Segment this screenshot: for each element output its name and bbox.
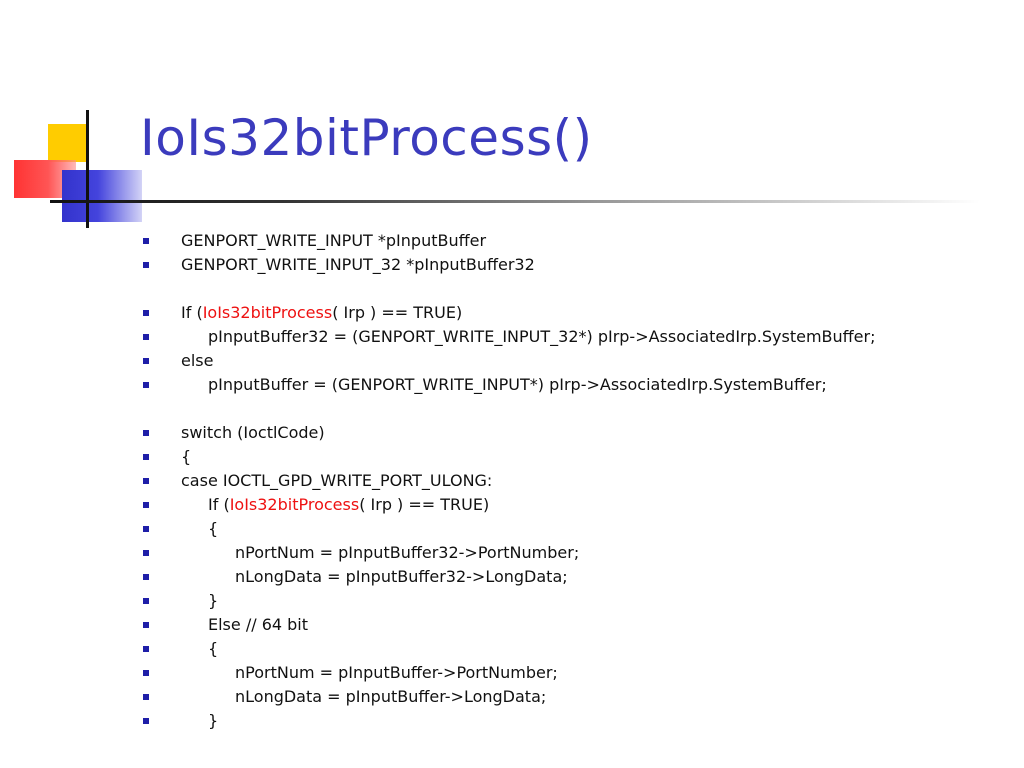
bullet-item: case IOCTL_GPD_WRITE_PORT_ULONG: — [142, 469, 1012, 493]
square-bullet-icon — [143, 550, 149, 556]
bullet-item: nLongData = pInputBuffer32->LongData; — [142, 565, 1012, 589]
code-text: nLongData = pInputBuffer->LongData; — [235, 687, 547, 706]
square-bullet-icon — [143, 454, 149, 460]
code-text: ( Irp ) == TRUE) — [359, 495, 490, 514]
bullet-item: If (IoIs32bitProcess( Irp ) == TRUE) — [142, 493, 1012, 517]
square-bullet-icon — [143, 478, 149, 484]
decor-vertical-line — [86, 110, 89, 228]
square-bullet-icon — [143, 334, 149, 340]
bullet-item: GENPORT_WRITE_INPUT_32 *pInputBuffer32 — [142, 253, 1012, 277]
decor-yellow-square — [48, 124, 86, 162]
highlighted-function-name: IoIs32bitProcess — [229, 495, 360, 514]
bullet-item: If (IoIs32bitProcess( Irp ) == TRUE) — [142, 301, 1012, 325]
square-bullet-icon — [143, 238, 149, 244]
code-text: switch (IoctlCode) — [181, 423, 325, 442]
code-text: pInputBuffer = (GENPORT_WRITE_INPUT*) pI… — [208, 375, 827, 394]
square-bullet-icon — [143, 718, 149, 724]
square-bullet-icon — [143, 502, 149, 508]
square-bullet-icon — [143, 382, 149, 388]
code-text: else — [181, 351, 214, 370]
bullet-item: } — [142, 709, 1012, 733]
code-text: } — [208, 711, 219, 730]
bullet-item: pInputBuffer = (GENPORT_WRITE_INPUT*) pI… — [142, 373, 1012, 397]
code-text: Else // 64 bit — [208, 615, 309, 634]
code-text: { — [208, 639, 219, 658]
code-text: pInputBuffer32 = (GENPORT_WRITE_INPUT_32… — [208, 327, 876, 346]
square-bullet-icon — [143, 310, 149, 316]
code-text: { — [208, 519, 219, 538]
bullet-item: { — [142, 445, 1012, 469]
blank-line — [142, 397, 1012, 421]
code-text: GENPORT_WRITE_INPUT_32 *pInputBuffer32 — [181, 255, 535, 274]
bullet-item: nPortNum = pInputBuffer32->PortNumber; — [142, 541, 1012, 565]
square-bullet-icon — [143, 694, 149, 700]
code-text: If ( — [208, 495, 230, 514]
highlighted-function-name: IoIs32bitProcess — [202, 303, 333, 322]
square-bullet-icon — [143, 526, 149, 532]
bullet-item: nLongData = pInputBuffer->LongData; — [142, 685, 1012, 709]
decor-blue-square — [62, 170, 142, 222]
square-bullet-icon — [143, 358, 149, 364]
bullet-item: Else // 64 bit — [142, 613, 1012, 637]
code-text: If ( — [181, 303, 203, 322]
code-text: nPortNum = pInputBuffer->PortNumber; — [235, 663, 558, 682]
bullet-item: else — [142, 349, 1012, 373]
square-bullet-icon — [143, 670, 149, 676]
code-text: GENPORT_WRITE_INPUT *pInputBuffer — [181, 231, 487, 250]
slide-title: IoIs32bitProcess() — [140, 109, 593, 167]
square-bullet-icon — [143, 430, 149, 436]
code-text: { — [181, 447, 192, 466]
blank-line — [142, 277, 1012, 301]
square-bullet-icon — [143, 622, 149, 628]
bullet-item: switch (IoctlCode) — [142, 421, 1012, 445]
code-text: nPortNum = pInputBuffer32->PortNumber; — [235, 543, 580, 562]
title-underline — [50, 200, 980, 203]
code-text: ( Irp ) == TRUE) — [332, 303, 463, 322]
square-bullet-icon — [143, 262, 149, 268]
bullet-item: } — [142, 589, 1012, 613]
bullet-item: nPortNum = pInputBuffer->PortNumber; — [142, 661, 1012, 685]
bullet-item: pInputBuffer32 = (GENPORT_WRITE_INPUT_32… — [142, 325, 1012, 349]
bullet-item: { — [142, 637, 1012, 661]
code-text: nLongData = pInputBuffer32->LongData; — [235, 567, 568, 586]
square-bullet-icon — [143, 574, 149, 580]
code-text: } — [208, 591, 219, 610]
code-text: case IOCTL_GPD_WRITE_PORT_ULONG: — [181, 471, 493, 490]
bullet-item: { — [142, 517, 1012, 541]
square-bullet-icon — [143, 598, 149, 604]
bullet-item: GENPORT_WRITE_INPUT *pInputBuffer — [142, 229, 1012, 253]
square-bullet-icon — [143, 646, 149, 652]
